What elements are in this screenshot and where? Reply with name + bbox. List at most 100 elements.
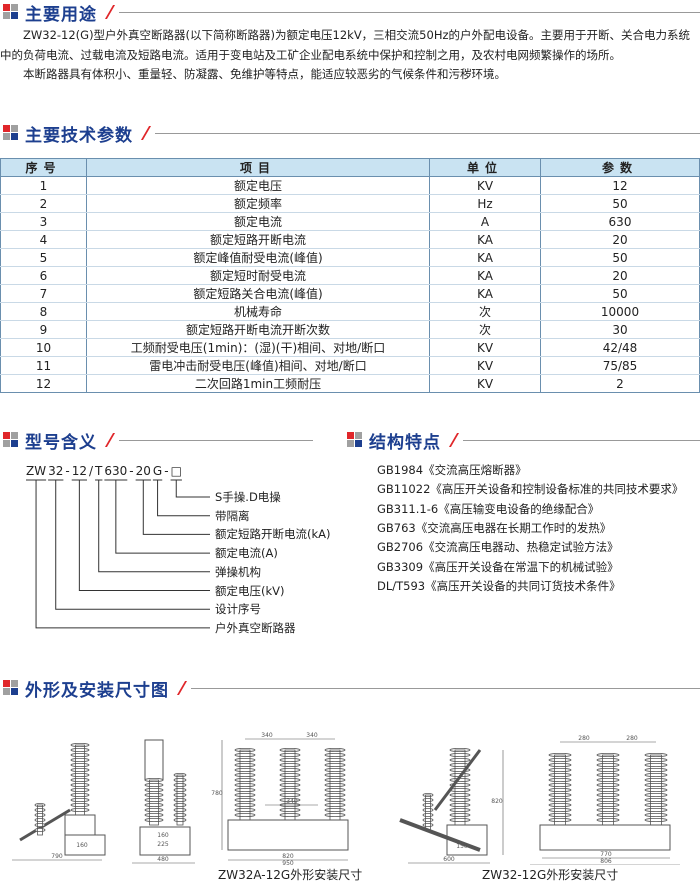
usage-paragraph-1: ZW32-12(G)型户外真空断路器(以下简称断路器)为额定电压12kV，三相交… (0, 28, 690, 62)
cell-unit: KA (429, 230, 541, 249)
section-header-params: 主要技术参数 (3, 121, 700, 146)
dimension-label: 480 (157, 856, 169, 863)
insulator-rib (144, 818, 164, 823)
dimension-label: 790 (51, 853, 63, 860)
insulator-rib (234, 793, 256, 798)
insulator-rib (70, 793, 90, 798)
insulator-core (149, 779, 159, 826)
col-header-unit: 单位 (429, 158, 541, 177)
cell-item: 额定电流 (86, 212, 430, 231)
insulator-rib (279, 808, 301, 813)
section-title: 结构特点 (369, 432, 441, 453)
insulator-rib (644, 768, 668, 773)
dimension-label: 950 (282, 860, 294, 865)
dimension-label: 340 (286, 798, 298, 805)
cell-item: 额定频率 (86, 194, 430, 213)
rule-line (155, 132, 700, 134)
standard-item: GB1984《交流高压熔断器》 (377, 463, 527, 477)
standard-item: GB3309《高压开关设备在常温下的机械试验》 (377, 559, 619, 574)
insulator-rib (449, 803, 471, 808)
insulator-rib (644, 773, 668, 778)
model-code-part: 32 (48, 464, 64, 478)
insulator-rib (596, 773, 620, 778)
bracket-line (98, 480, 210, 573)
cell-item: 额定峰值耐受电流(峰值) (86, 248, 430, 267)
insulator-rib (548, 798, 572, 803)
dimension-label: 280 (626, 735, 638, 742)
insulator-rib (234, 773, 256, 778)
insulator-rib (34, 818, 46, 823)
rule-line (463, 439, 700, 441)
cell-no: 8 (0, 302, 87, 321)
cell-unit: 次 (429, 320, 541, 339)
section-title: 型号含义 (25, 432, 97, 453)
cell-unit: Hz (429, 194, 541, 213)
model-code-part: - (129, 464, 134, 478)
model-code-part: 12 (71, 464, 87, 478)
insulator-rib (644, 778, 668, 783)
cell-no: 1 (0, 176, 87, 195)
cell-item: 工频耐受电压(1min)：(湿)(干)相间、对地/断口 (86, 338, 430, 357)
insulator-rib (644, 803, 668, 808)
insulator-rib (70, 798, 90, 803)
cell-unit: KV (429, 356, 541, 375)
insulator-rib (234, 768, 256, 773)
bracket-line (175, 480, 210, 498)
insulator-rib (548, 803, 572, 808)
cell-value: 12 (540, 176, 700, 195)
insulator-rib (70, 753, 90, 758)
insulator-rib (34, 813, 46, 818)
insulator-rib (234, 753, 256, 758)
cell-no: 11 (0, 356, 87, 375)
insulator-rib (548, 778, 572, 783)
cell-no: 7 (0, 284, 87, 303)
tank (227, 819, 349, 851)
insulator-rib (324, 788, 346, 793)
insulator-rib (144, 793, 164, 798)
grounding-arm (399, 818, 481, 852)
insulator-rib (173, 813, 187, 818)
rule-line (119, 11, 700, 13)
insulator-rib (70, 768, 90, 773)
insulator-rib (234, 763, 256, 768)
dimension-label: 340 (306, 732, 318, 739)
insulator-rib (596, 768, 620, 773)
section-title: 主要用途 (25, 4, 97, 25)
cell-item: 额定短路开断电流开断次数 (86, 320, 430, 339)
insulator-rib (548, 793, 572, 798)
section-title: 主要技术参数 (25, 125, 133, 146)
cell-unit: KV (429, 374, 541, 393)
cell-value: 42/48 (540, 338, 700, 357)
cell-no: 10 (0, 338, 87, 357)
bracket-line (157, 480, 210, 517)
insulator-rib (324, 763, 346, 768)
standard-item: GB763《交流高压电器在长期工作时的发热》 (377, 520, 612, 535)
insulator-rib (644, 818, 668, 823)
insulator-rib (422, 798, 434, 803)
insulator-rib (279, 758, 301, 763)
insulator-rib (279, 813, 301, 818)
base (139, 826, 191, 856)
cell-value: 75/85 (540, 356, 700, 375)
cell-value: 20 (540, 266, 700, 285)
insulator-rib (144, 798, 164, 803)
insulator-rib (596, 783, 620, 788)
insulator-rib (449, 818, 471, 823)
dimension-label: 820 (491, 798, 503, 805)
insulator-rib (422, 808, 434, 813)
insulator-rib (144, 788, 164, 793)
slash-divider (140, 126, 152, 140)
insulator-rib (449, 813, 471, 818)
dimension-label: 806 (600, 858, 612, 865)
caption-zw32: ZW32-12G外形安装尺寸 (482, 868, 619, 882)
cell-unit: KV (429, 338, 541, 357)
insulator-rib (234, 758, 256, 763)
cell-item: 额定短路关合电流(峰值) (86, 284, 430, 303)
dimension-label: 770 (600, 851, 612, 858)
